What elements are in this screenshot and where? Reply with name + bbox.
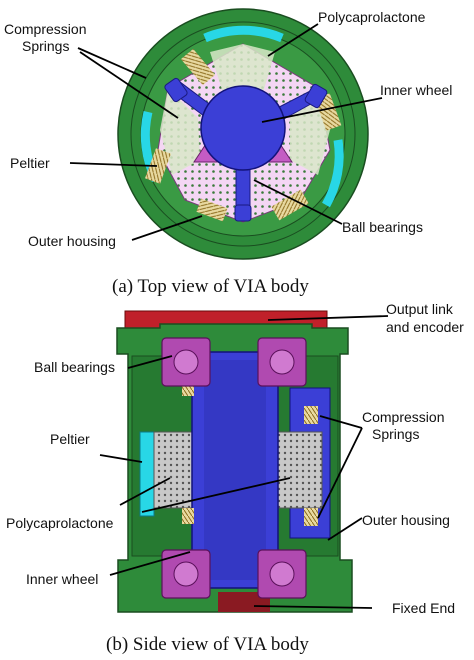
top-label-inner-wheel: Inner wheel xyxy=(380,82,452,98)
side-label-outer-housing: Outer housing xyxy=(362,512,450,528)
side-label-polycaprolactone: Polycaprolactone xyxy=(6,515,114,531)
side-label-ball-bearings: Ball bearings xyxy=(34,359,115,375)
top-view xyxy=(117,8,369,260)
side-label-fixed-end: Fixed End xyxy=(392,600,455,616)
top-peltier-arc xyxy=(322,139,344,208)
top-label-outer-housing: Outer housing xyxy=(28,233,116,249)
top-peltier-arc xyxy=(203,25,284,43)
side-leaders xyxy=(99,315,389,609)
top-label-polycaprolactone: Polycaprolactone xyxy=(318,9,426,25)
side-label-inner-wheel: Inner wheel xyxy=(26,571,98,587)
side-caption: (b) Side view of VIA body xyxy=(106,634,309,655)
side-polycaprolactone-left xyxy=(153,431,193,509)
side-view xyxy=(116,310,353,613)
top-inner-wheel xyxy=(200,85,286,171)
top-label-peltier: Peltier xyxy=(10,155,50,171)
side-peltier xyxy=(139,431,155,517)
top-caption: (a) Top view of VIA body xyxy=(112,276,309,297)
top-leaders xyxy=(69,23,383,241)
side-bearings xyxy=(161,337,307,599)
side-label-peltier: Peltier xyxy=(50,431,90,447)
top-label-ball-bearings: Ball bearings xyxy=(342,219,423,235)
